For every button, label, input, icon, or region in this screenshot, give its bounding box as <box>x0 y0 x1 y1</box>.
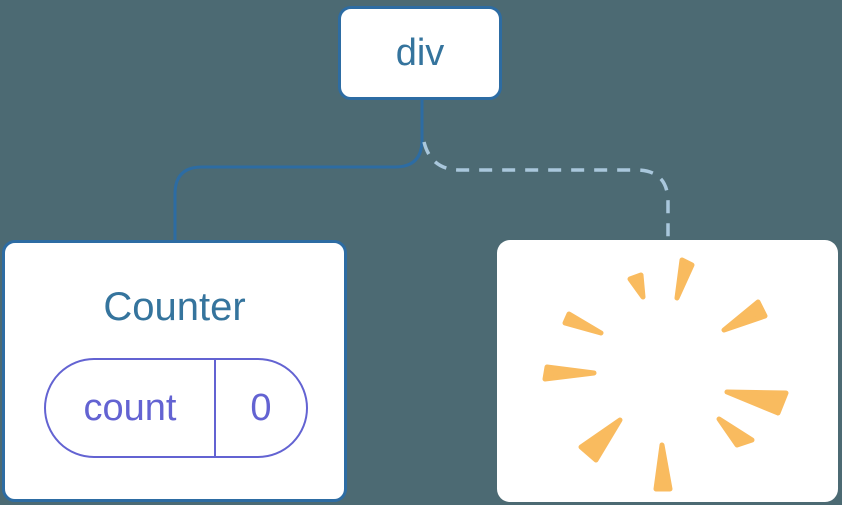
burst-ray <box>627 272 646 300</box>
root-node-div: div <box>338 6 502 100</box>
burst-ray <box>542 364 597 382</box>
burst-ray <box>578 417 623 463</box>
connector-dashed-line <box>422 141 670 241</box>
burst-ray <box>653 442 673 492</box>
burst-ray <box>716 416 755 448</box>
removed-component-card <box>497 240 838 502</box>
counter-component-card: Counter count 0 <box>2 240 347 502</box>
poof-burst-icon <box>542 257 789 492</box>
connector-solid-line <box>173 99 424 241</box>
burst-ray <box>721 299 768 333</box>
burst-ray <box>674 257 695 301</box>
state-pill: count 0 <box>44 358 308 458</box>
root-node-label: div <box>395 32 445 74</box>
counter-title: Counter <box>103 285 246 329</box>
state-key-label: count <box>46 360 216 456</box>
state-value-label: 0 <box>250 386 272 429</box>
burst-ray <box>562 311 604 336</box>
burst-ray <box>724 389 789 416</box>
